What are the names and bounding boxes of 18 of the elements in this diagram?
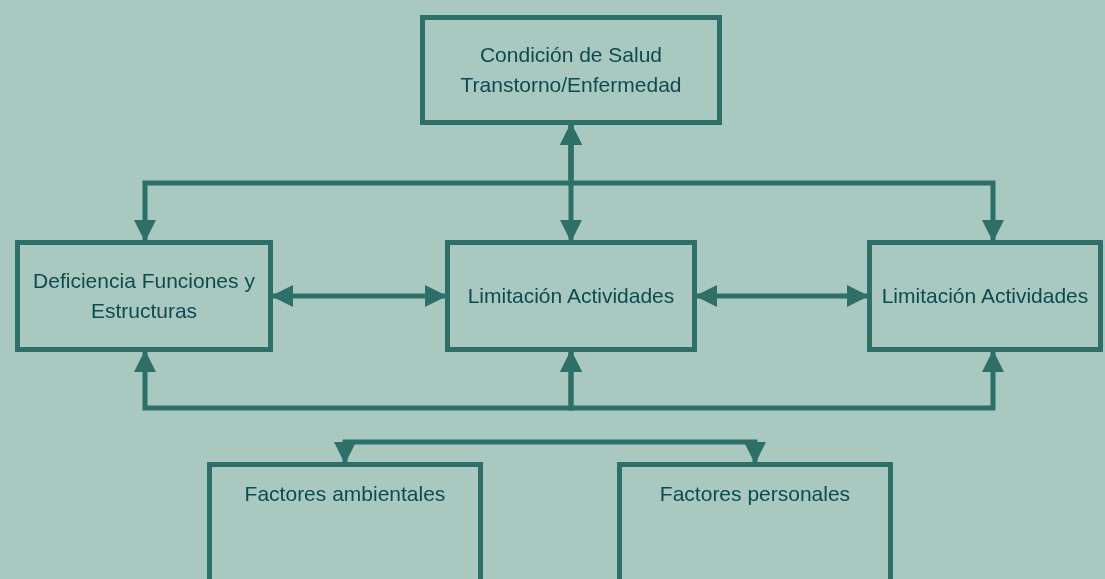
box-label: Limitación Actividades [467, 283, 675, 309]
process-box [207, 462, 483, 579]
process-box [445, 240, 697, 352]
box-label: Factores personales [659, 481, 851, 507]
arrow [271, 285, 447, 307]
process-box [867, 240, 1103, 352]
process-box [420, 15, 722, 125]
box-label: Factores ambientales [244, 481, 446, 507]
arrow [550, 439, 766, 464]
box-label: Deficiencia Funciones y Estructuras [32, 268, 256, 324]
arrow [560, 350, 1004, 411]
arrow [560, 123, 1004, 242]
arrow [334, 439, 550, 464]
box-label: Limitación Actividades [881, 283, 1089, 309]
arrow [695, 285, 869, 307]
process-box [617, 462, 893, 579]
process-box [15, 240, 273, 352]
box-label: Condición de Salud Transtorno/Enfermedad [459, 42, 683, 98]
